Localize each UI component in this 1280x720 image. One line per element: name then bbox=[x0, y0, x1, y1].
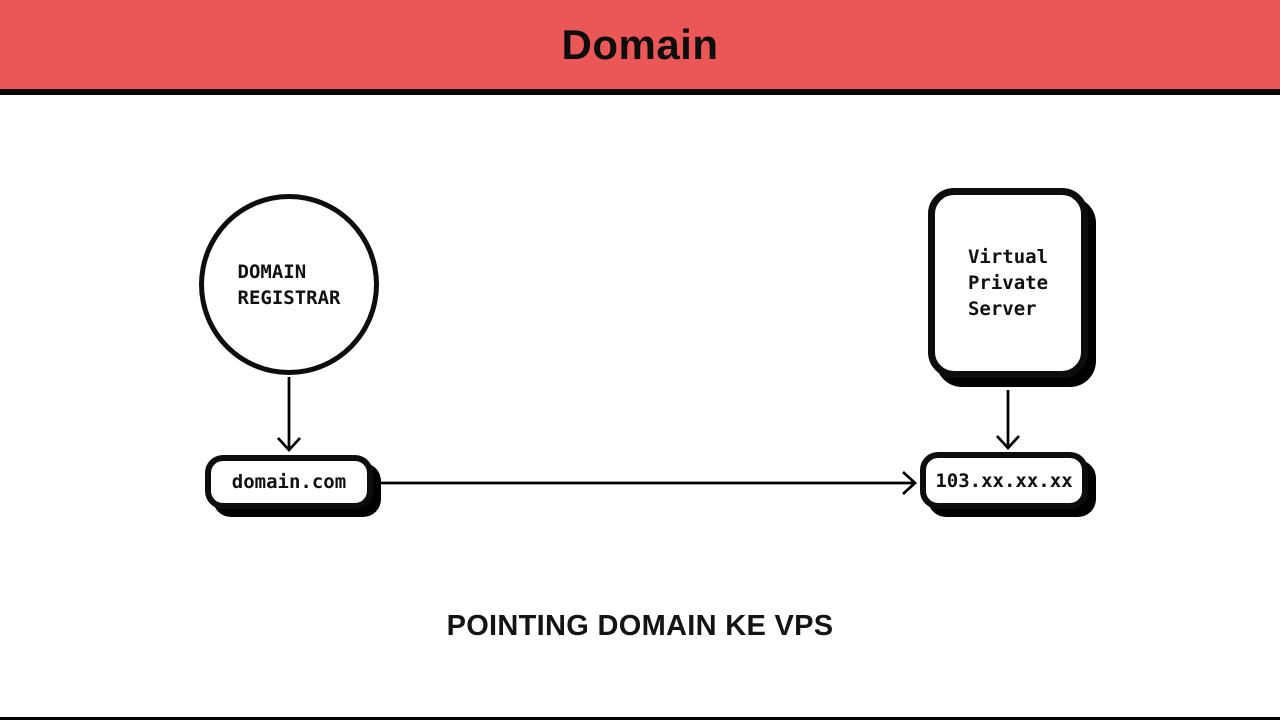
node-domain-com: domain.com bbox=[205, 455, 373, 509]
page-title: Domain bbox=[561, 20, 719, 68]
header-bar: Domain bbox=[0, 0, 1280, 95]
ip-address-label: 103.xx.xx.xx bbox=[935, 469, 1073, 492]
diagram-caption: POINTING DOMAIN KE VPS bbox=[446, 610, 834, 642]
domain-com-label: domain.com bbox=[231, 471, 347, 493]
vps-label: Virtual Private Server bbox=[967, 246, 1049, 320]
domain-registrar-label: DOMAIN REGISTRAR bbox=[237, 260, 341, 309]
bottom-border-line bbox=[0, 717, 1280, 720]
node-virtual-private-server: Virtual Private Server bbox=[928, 188, 1088, 378]
node-ip-address: 103.xx.xx.xx bbox=[920, 452, 1088, 509]
node-domain-registrar: DOMAIN REGISTRAR bbox=[199, 194, 379, 375]
